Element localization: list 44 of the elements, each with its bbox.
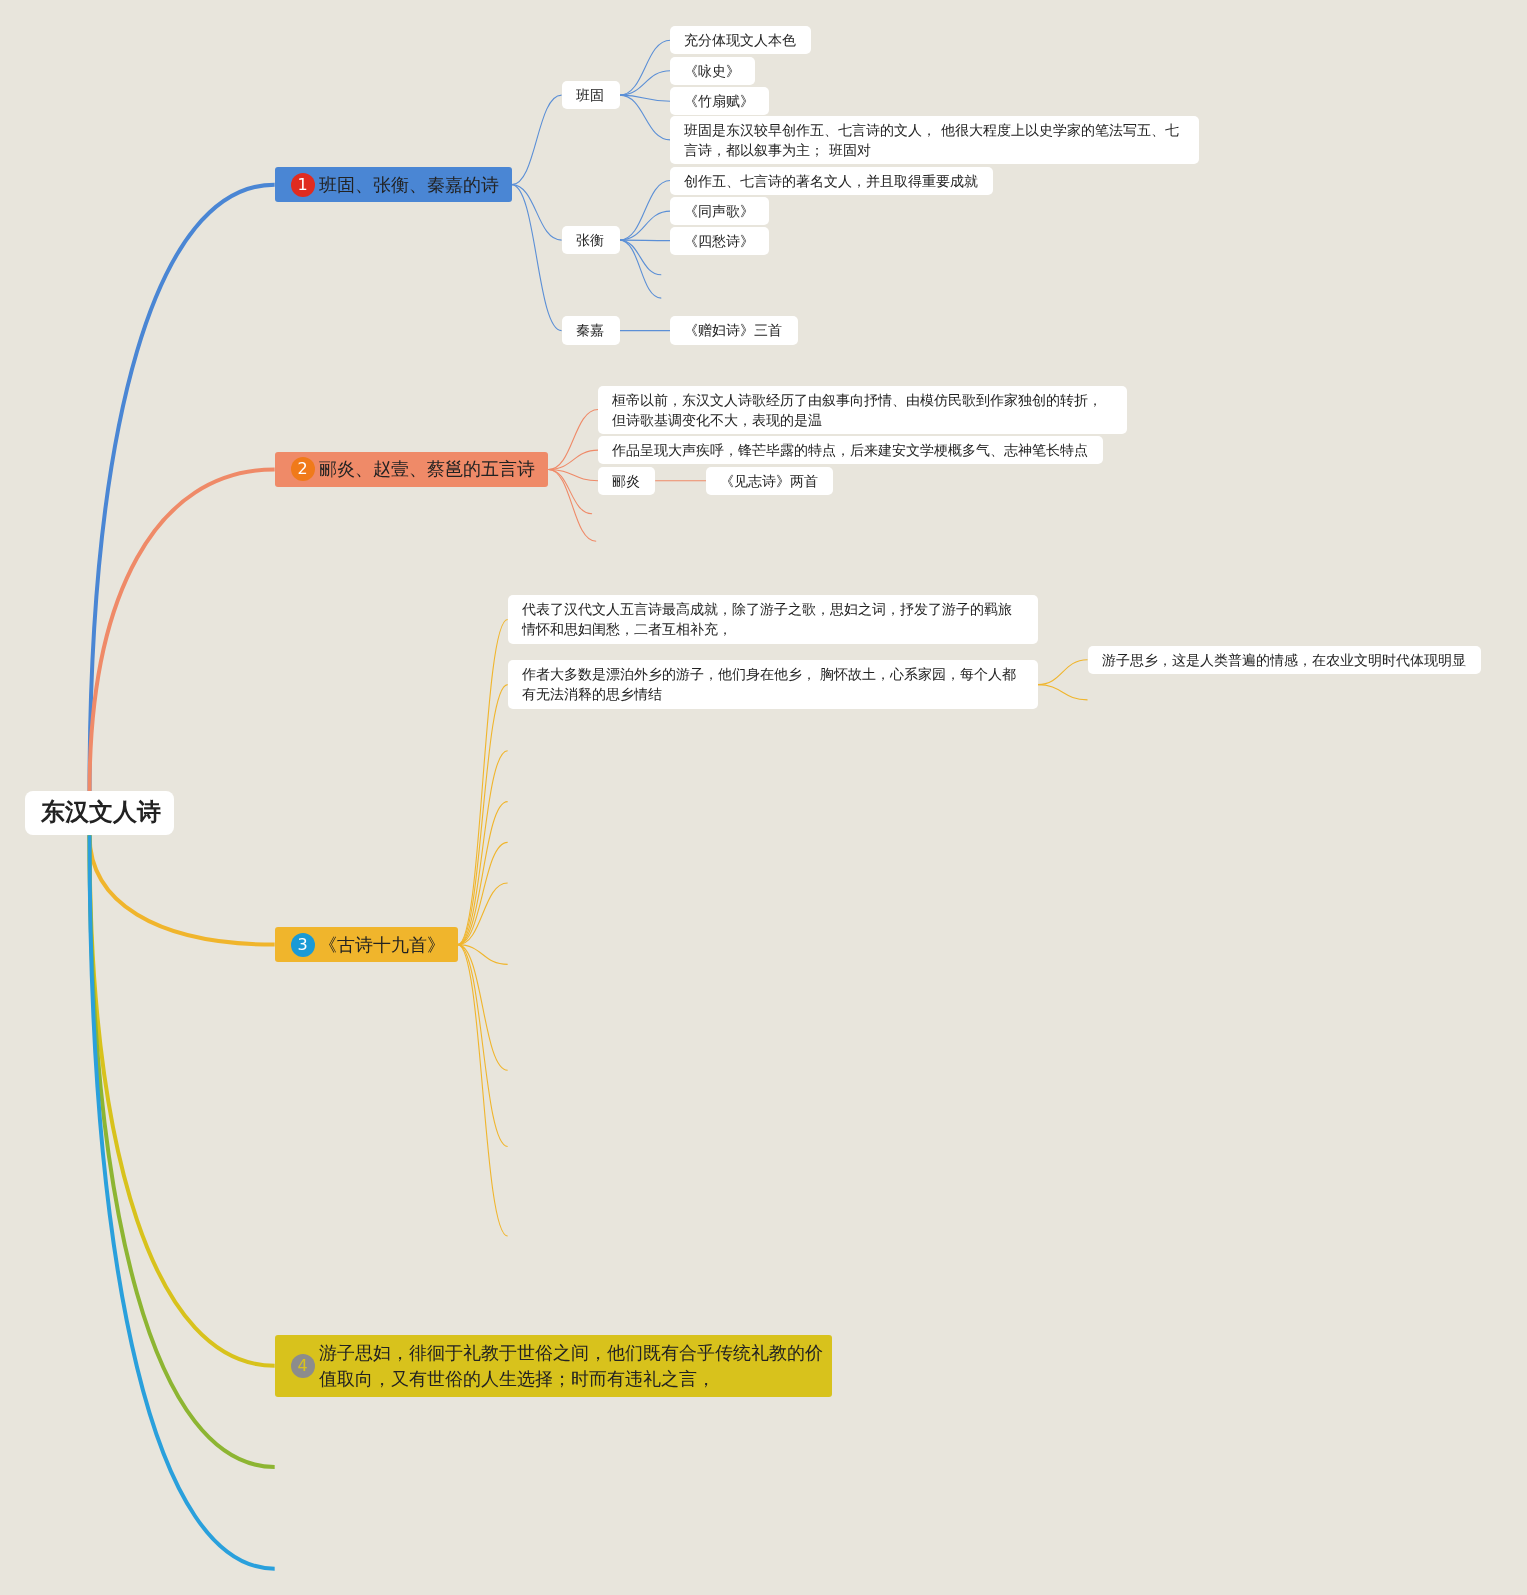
- topic-box: 《咏史》: [670, 56, 755, 85]
- connector-line: [511, 184, 563, 332]
- root-topic-box: 东汉文人诗: [25, 791, 174, 836]
- topic-box: 郦炎: [598, 466, 656, 495]
- topic-box: 代表了汉代文人五言诗最高成就，除了游子之歌，思妇之词，抒发了游子的羁旅情怀和思妇闺愁，二者互相补充，: [507, 595, 1038, 644]
- branch-box: [274, 451, 549, 488]
- topic-box: 班固是东汉较早创作五、七言诗的文人， 他很大程度上以史学家的笔法写五、七言诗，都以叙事为主； 班固对: [670, 115, 1200, 164]
- branch-title: 郦炎、赵壹、蔡邕的五言诗: [318, 457, 535, 482]
- branch-title: 班固、张衡、秦嘉的诗: [318, 172, 499, 197]
- branch-box: [274, 166, 512, 203]
- connector-line: [619, 330, 671, 332]
- topic-box: 秦嘉: [561, 316, 620, 345]
- branch-title: 游子思妇，徘徊于礼教于世俗之间，他们既有合乎传统礼教的价值取向，又有世俗的人生选择；时而有违礼之言，: [318, 1340, 824, 1391]
- branch-title: 《古诗十九首》: [318, 932, 445, 957]
- branch-box: [274, 926, 458, 963]
- topic-box: 创作五、七言诗的著名文人，并且取得重要成就: [670, 166, 993, 195]
- connector-line: [87, 467, 275, 792]
- branch-line: [457, 944, 509, 1237]
- number-circle: 1: [290, 172, 315, 197]
- connector-line: [654, 480, 707, 482]
- topic-box: 桓帝以前，东汉文人诗歌经历了由叙事向抒情、由模仿民歌到作家独创的转折，但诗歌基调变化不大，表现的是温: [598, 385, 1128, 434]
- branch-line: [547, 468, 597, 542]
- number-circle: 3: [290, 932, 315, 957]
- connector-line: [619, 70, 671, 96]
- topic-box: 张衡: [561, 225, 620, 255]
- topic-box: 《同声歌》: [670, 197, 770, 226]
- branch-line: [1037, 684, 1089, 701]
- number-circle: 2: [290, 457, 315, 482]
- topic-box: 《四愁诗》: [670, 226, 770, 255]
- topic-box: 《赠妇诗》三首: [670, 316, 798, 345]
- topic-box: 游子思乡，这是人类普遍的情感，在农业文明时代体现明显: [1087, 646, 1482, 674]
- connector-line: [457, 684, 509, 946]
- connector-line: [619, 94, 671, 141]
- topic-box: 《竹扇赋》: [670, 87, 770, 116]
- branch-box: [274, 1334, 833, 1397]
- topic-box: 充分体现文人本色: [670, 26, 811, 55]
- branch-line: [619, 239, 662, 299]
- connector-line: [511, 94, 563, 186]
- number-circle: 4: [290, 1353, 315, 1378]
- topic-box: 《见志诗》两首: [706, 466, 834, 495]
- topic-box: 作品呈现大声疾呼，锋芒毕露的特点，后来建安文学梗概多气、志神笔长特点: [598, 436, 1103, 465]
- connector-line: [511, 184, 563, 241]
- topic-box: 班固: [561, 81, 620, 110]
- topic-box: 作者大多数是漂泊外乡的游子，他们身在他乡， 胸怀故土，心系家园，每个人都有无法消释的思乡情结: [507, 660, 1038, 710]
